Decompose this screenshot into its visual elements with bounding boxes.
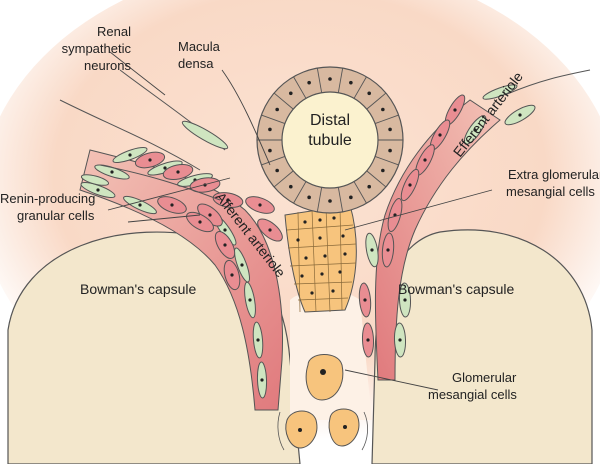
tubule-cell-border <box>366 92 387 110</box>
distal-tubule <box>256 66 404 214</box>
tubule-cell-border <box>273 92 294 110</box>
tubule-cell-border <box>261 114 286 125</box>
tubule-cell-border <box>353 76 367 99</box>
tubule-cell-nucleus <box>349 80 353 85</box>
tubule-cell-border <box>374 155 399 166</box>
neuron-varicosities <box>80 84 518 186</box>
leader-lines <box>107 51 493 391</box>
tubule-cell-nucleus <box>381 168 385 173</box>
tubule-cell-nucleus <box>307 195 311 200</box>
cell-nucleus <box>258 203 262 207</box>
label-renin-producing-line-1: Renin-producing <box>0 191 95 206</box>
label-glomerular-mesangial-line-1: Glomerular <box>452 370 517 385</box>
tubule-cell-border <box>293 181 307 204</box>
cell-nucleus <box>438 133 442 137</box>
cell-nucleus <box>163 166 167 170</box>
tubule-cell-border <box>337 187 344 212</box>
cell-nucleus <box>170 203 174 207</box>
label-renal-sympathetic-line-2: sympathetic <box>62 41 132 56</box>
cell-nucleus <box>198 220 202 224</box>
tubule-cell-nucleus <box>275 168 279 173</box>
label-extra-glomerular-line-2: mesangial cells <box>506 184 595 199</box>
label-renin-producing-line-2: granular cells <box>17 208 95 223</box>
cell-nucleus <box>230 273 234 277</box>
label-distal-tubule-line-1: Distal <box>310 112 350 129</box>
cell-nucleus <box>518 113 522 117</box>
tubule-cell-border <box>273 170 294 188</box>
label-glomerular-mesangial-line-2: mesangial cells <box>428 387 517 402</box>
cell-nucleus <box>96 188 100 192</box>
tubule-cell-nucleus <box>307 80 311 85</box>
smooth-muscle-cells-efferent <box>358 94 536 358</box>
tubule-cell-nucleus <box>328 199 332 203</box>
tubule-cell-nucleus <box>367 91 372 96</box>
label-renal-sympathetic-line-1: Renal <box>97 24 131 39</box>
cell-nucleus <box>226 198 230 202</box>
cell-nucleus <box>248 298 252 302</box>
label-bowmans-capsule-left: Bowman's capsule <box>80 281 197 297</box>
cell-nucleus <box>473 128 477 132</box>
tubule-cell-border <box>337 68 344 93</box>
label-distal-tubule-line-2: tubule <box>308 132 352 149</box>
granular-cells-group <box>134 151 283 291</box>
cell-nucleus <box>366 338 370 342</box>
label-extra-glomerular-line-1: Extra glomerular <box>508 167 600 182</box>
tubule-cell-border <box>316 68 323 93</box>
cell-nucleus <box>223 228 227 232</box>
cell-nucleus <box>148 158 152 162</box>
label-renal-sympathetic-line-3: neurons <box>84 58 131 73</box>
tubule-cell-nucleus <box>388 148 392 153</box>
tubule-cell-border <box>353 181 367 204</box>
cell-nucleus <box>176 170 180 174</box>
label-macula-densa-line-1: Macula <box>178 39 221 54</box>
tubule-cell-nucleus <box>367 184 372 189</box>
tubule-cell-border <box>316 187 323 212</box>
extraglomerular-mesangial-cluster <box>284 204 357 313</box>
tubule-cell-border <box>261 155 286 166</box>
tubule-cell-nucleus <box>288 91 293 96</box>
tubule-cell-nucleus <box>328 77 332 81</box>
cell-nucleus <box>208 213 212 217</box>
cell-nucleus <box>128 153 132 157</box>
tubule-cell-border <box>374 114 399 125</box>
cell-nucleus <box>453 108 457 112</box>
label-bowmans-capsule-right: Bowman's capsule <box>398 281 515 297</box>
cell-nucleus <box>403 298 407 302</box>
tubule-cell-border <box>366 170 387 188</box>
cell-nucleus <box>138 203 142 207</box>
cell-nucleus <box>260 378 264 382</box>
sympathetic-neuron-fibres <box>59 69 591 201</box>
glomerular-mesangial-cells <box>277 354 368 451</box>
tubule-cell-nucleus <box>349 195 353 200</box>
efferent-arteriole-shape <box>374 99 501 381</box>
cell-nucleus <box>408 183 412 187</box>
tubule-cell-nucleus <box>268 148 272 153</box>
tubule-cell-nucleus <box>275 107 279 112</box>
cell-nucleus <box>363 298 367 302</box>
cell-nucleus <box>268 228 272 232</box>
cell-nucleus <box>256 338 260 342</box>
cell-nucleus <box>223 243 227 247</box>
cell-nucleus <box>398 338 402 342</box>
tubule-cell-nucleus <box>268 127 272 132</box>
cell-nucleus <box>386 248 390 252</box>
cell-nucleus <box>240 263 244 267</box>
tubule-cell-nucleus <box>288 184 293 189</box>
cell-nucleus <box>110 170 114 174</box>
tubule-cell-border <box>293 76 307 99</box>
label-macula-densa-line-2: densa <box>178 56 214 71</box>
tubule-cell-nucleus <box>381 107 385 112</box>
cell-nucleus <box>370 248 374 252</box>
tubule-cell-nucleus <box>388 127 392 132</box>
cell-nucleus <box>423 158 427 162</box>
